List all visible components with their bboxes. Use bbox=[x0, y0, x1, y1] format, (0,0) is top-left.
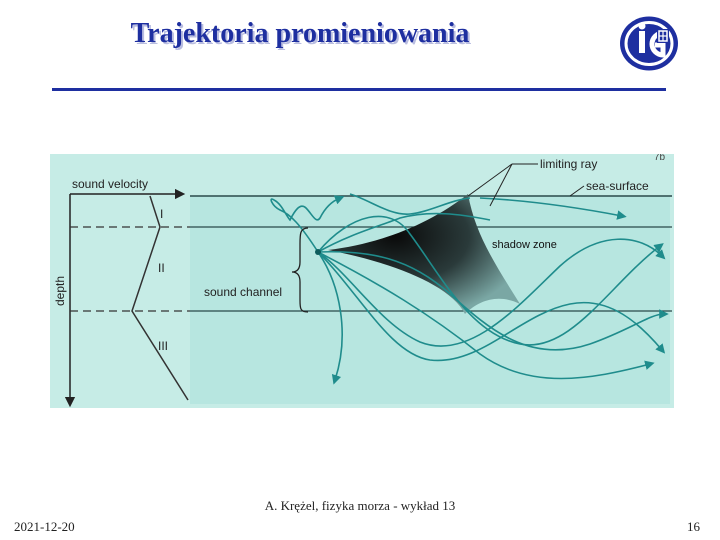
sound-channel-diagram: sound velocity depth I II III shadow zon… bbox=[50, 154, 674, 408]
depth-label: depth bbox=[53, 276, 67, 306]
title-underline bbox=[52, 88, 666, 91]
page-number: 16 bbox=[687, 519, 700, 535]
sound-velocity-label: sound velocity bbox=[72, 177, 148, 191]
slide-title-container: Trajektoria promieniowania bbox=[110, 18, 490, 50]
limiting-ray-label: limiting ray bbox=[540, 157, 597, 171]
footer-date: 2021-12-20 bbox=[14, 519, 75, 535]
zone-label-2: II bbox=[158, 261, 165, 275]
zone-label-1: I bbox=[160, 207, 163, 221]
footer-author-lecture: A. Krężel, fizyka morza - wykład 13 bbox=[0, 498, 720, 514]
sound-channel-label: sound channel bbox=[204, 285, 282, 299]
sound-source bbox=[315, 249, 321, 255]
sea-surface-label: sea-surface bbox=[586, 179, 649, 193]
university-logo bbox=[619, 15, 679, 72]
corner-mark: 7b bbox=[654, 154, 666, 163]
slide-title: Trajektoria promieniowania bbox=[131, 18, 470, 49]
shadow-zone-label: shadow zone bbox=[492, 239, 557, 251]
zone-label-3: III bbox=[158, 339, 168, 353]
